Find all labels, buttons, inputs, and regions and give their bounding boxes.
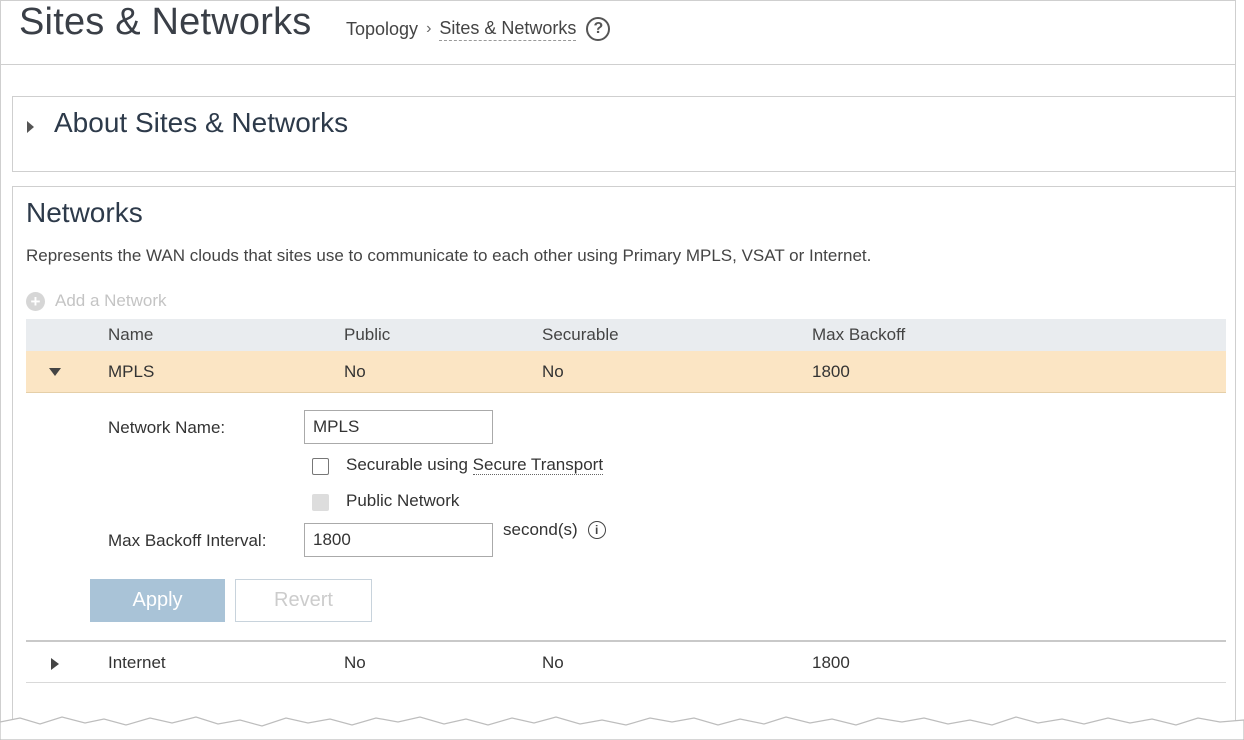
torn-paper-edge: [0, 716, 1244, 740]
apply-button[interactable]: Apply: [90, 579, 225, 622]
table-row-internet[interactable]: Internet No No 1800: [26, 640, 1226, 683]
column-header-securable[interactable]: Securable: [542, 325, 619, 344]
plus-circle-icon: +: [26, 291, 45, 311]
network-name-label: Network Name:: [108, 418, 226, 437]
caret-right-icon[interactable]: [51, 658, 59, 670]
add-network-button[interactable]: + Add a Network: [26, 291, 167, 311]
securable-checkbox[interactable]: [312, 458, 329, 475]
table-row-mpls[interactable]: MPLS No No 1800: [26, 351, 1226, 393]
cell-public: No: [344, 653, 366, 672]
securable-prefix: Securable using: [346, 455, 468, 474]
backoff-unit: second(s) i: [503, 520, 606, 540]
public-network-checkbox[interactable]: [312, 494, 329, 511]
column-header-name[interactable]: Name: [108, 325, 154, 344]
backoff-unit-label: second(s): [503, 520, 578, 539]
column-header-public[interactable]: Public: [344, 325, 391, 344]
cell-public: No: [344, 362, 366, 381]
column-header-max-backoff[interactable]: Max Backoff: [812, 325, 906, 344]
help-icon[interactable]: ?: [586, 17, 611, 41]
cell-securable: No: [542, 653, 564, 672]
securable-label: Securable using Secure Transport: [346, 455, 604, 475]
revert-button[interactable]: Revert: [235, 579, 372, 622]
caret-right-icon[interactable]: [27, 121, 34, 133]
networks-title: Networks: [26, 197, 143, 228]
page-title: Sites & Networks: [19, 1, 312, 43]
breadcrumb-separator: ›: [426, 20, 432, 37]
table-header: Name Public Securable Max Backoff: [26, 319, 1226, 351]
networks-panel: Networks Represents the WAN clouds that …: [12, 186, 1235, 730]
breadcrumb-topology[interactable]: Topology: [346, 18, 419, 39]
about-panel[interactable]: About Sites & Networks: [12, 96, 1235, 172]
page-header: Sites & Networks Topology › Sites & Netw…: [1, 1, 1235, 65]
secure-transport-link[interactable]: Secure Transport: [472, 455, 604, 475]
caret-down-icon[interactable]: [49, 368, 61, 376]
public-network-label: Public Network: [346, 491, 460, 510]
cell-name: MPLS: [108, 362, 155, 381]
network-edit-form: Network Name: Securable using Secure Tra…: [26, 393, 1226, 641]
network-name-input[interactable]: [304, 410, 493, 444]
cell-name: Internet: [108, 653, 166, 672]
cell-max-backoff: 1800: [812, 362, 850, 381]
max-backoff-input[interactable]: [304, 523, 493, 557]
breadcrumb-current[interactable]: Sites & Networks: [439, 18, 577, 41]
info-icon[interactable]: i: [587, 521, 606, 539]
max-backoff-label: Max Backoff Interval:: [108, 531, 267, 550]
breadcrumb: Topology › Sites & Networks ?: [346, 17, 611, 41]
add-network-label: Add a Network: [55, 291, 167, 310]
cell-securable: No: [542, 362, 564, 381]
networks-description: Represents the WAN clouds that sites use…: [26, 246, 872, 265]
cell-max-backoff: 1800: [812, 653, 850, 672]
about-panel-title[interactable]: About Sites & Networks: [54, 107, 349, 138]
